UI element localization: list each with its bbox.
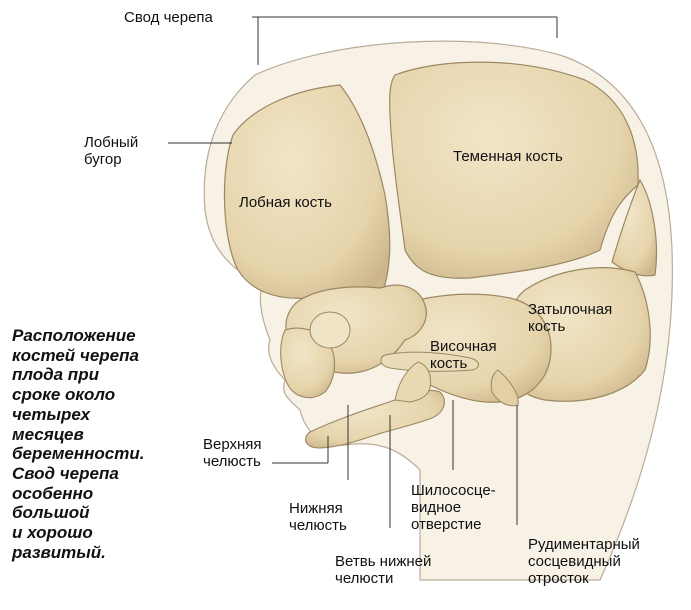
diagram-caption: Расположение костей черепа плода при сро… [12,326,145,562]
label-temporal-bone: Височная кость [430,338,497,372]
orbit-shape [309,311,351,349]
label-parietal-bone: Теменная кость [453,148,563,165]
parietal-bone-shape [389,61,639,279]
mandible-shape [305,389,445,449]
mastoid-shape [490,369,519,407]
label-mandible-ramus: Ветвь нижней челюсти [335,553,432,587]
label-mandible: Нижняя челюсть [289,500,347,534]
label-occipital-bone: Затылочная кость [528,301,613,335]
label-skull-vault: Свод черепа [124,9,213,26]
label-mastoid-process: Рудиментарный сосцевидный отросток [528,536,640,587]
leader-lines [168,16,558,528]
label-stylomastoid-foramen: Шилососце- видное отверстие [411,482,496,533]
label-frontal-tuber: Лобный бугор [84,134,139,168]
zygomatic-arch [380,351,479,372]
mandible-ramus-shape [394,361,431,403]
label-maxilla: Верхняя челюсть [203,436,262,470]
label-frontal-bone: Лобная кость [239,194,332,211]
